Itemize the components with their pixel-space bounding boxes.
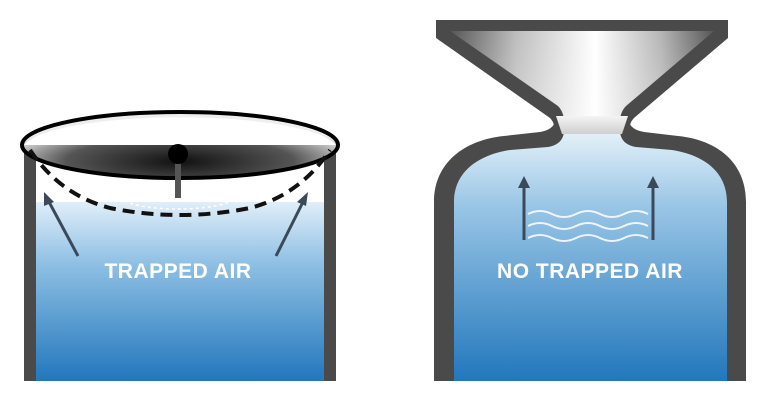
wave-line-3 [527,234,649,242]
left-arrowhead-2 [297,192,308,206]
left-label: TRAPPED AIR [104,260,251,283]
left-arrowhead-1 [44,192,54,206]
left-arrow-1 [46,199,80,257]
left-pin-head [168,144,188,164]
left-rim-highlight [24,117,336,145]
right-arrowhead-2 [647,176,659,188]
left-container: TRAPPED AIR [20,110,340,381]
right-arrowhead-1 [518,176,530,188]
left-dashed-membrane [28,148,332,217]
right-container: NO TRAPPED AIR [434,20,746,381]
right-label: NO TRAPPED AIR [497,260,683,283]
wave-lines [527,210,649,242]
right-water [454,130,727,381]
wave-line-2 [527,222,649,230]
neck-air [556,116,628,134]
left-arrow-2 [274,199,306,257]
left-pin-stem [175,158,181,198]
wave-line-1 [527,210,649,218]
funnel-shading [450,31,714,134]
left-wall-right [324,138,336,381]
left-wall-left [24,138,36,381]
left-water [36,200,324,381]
